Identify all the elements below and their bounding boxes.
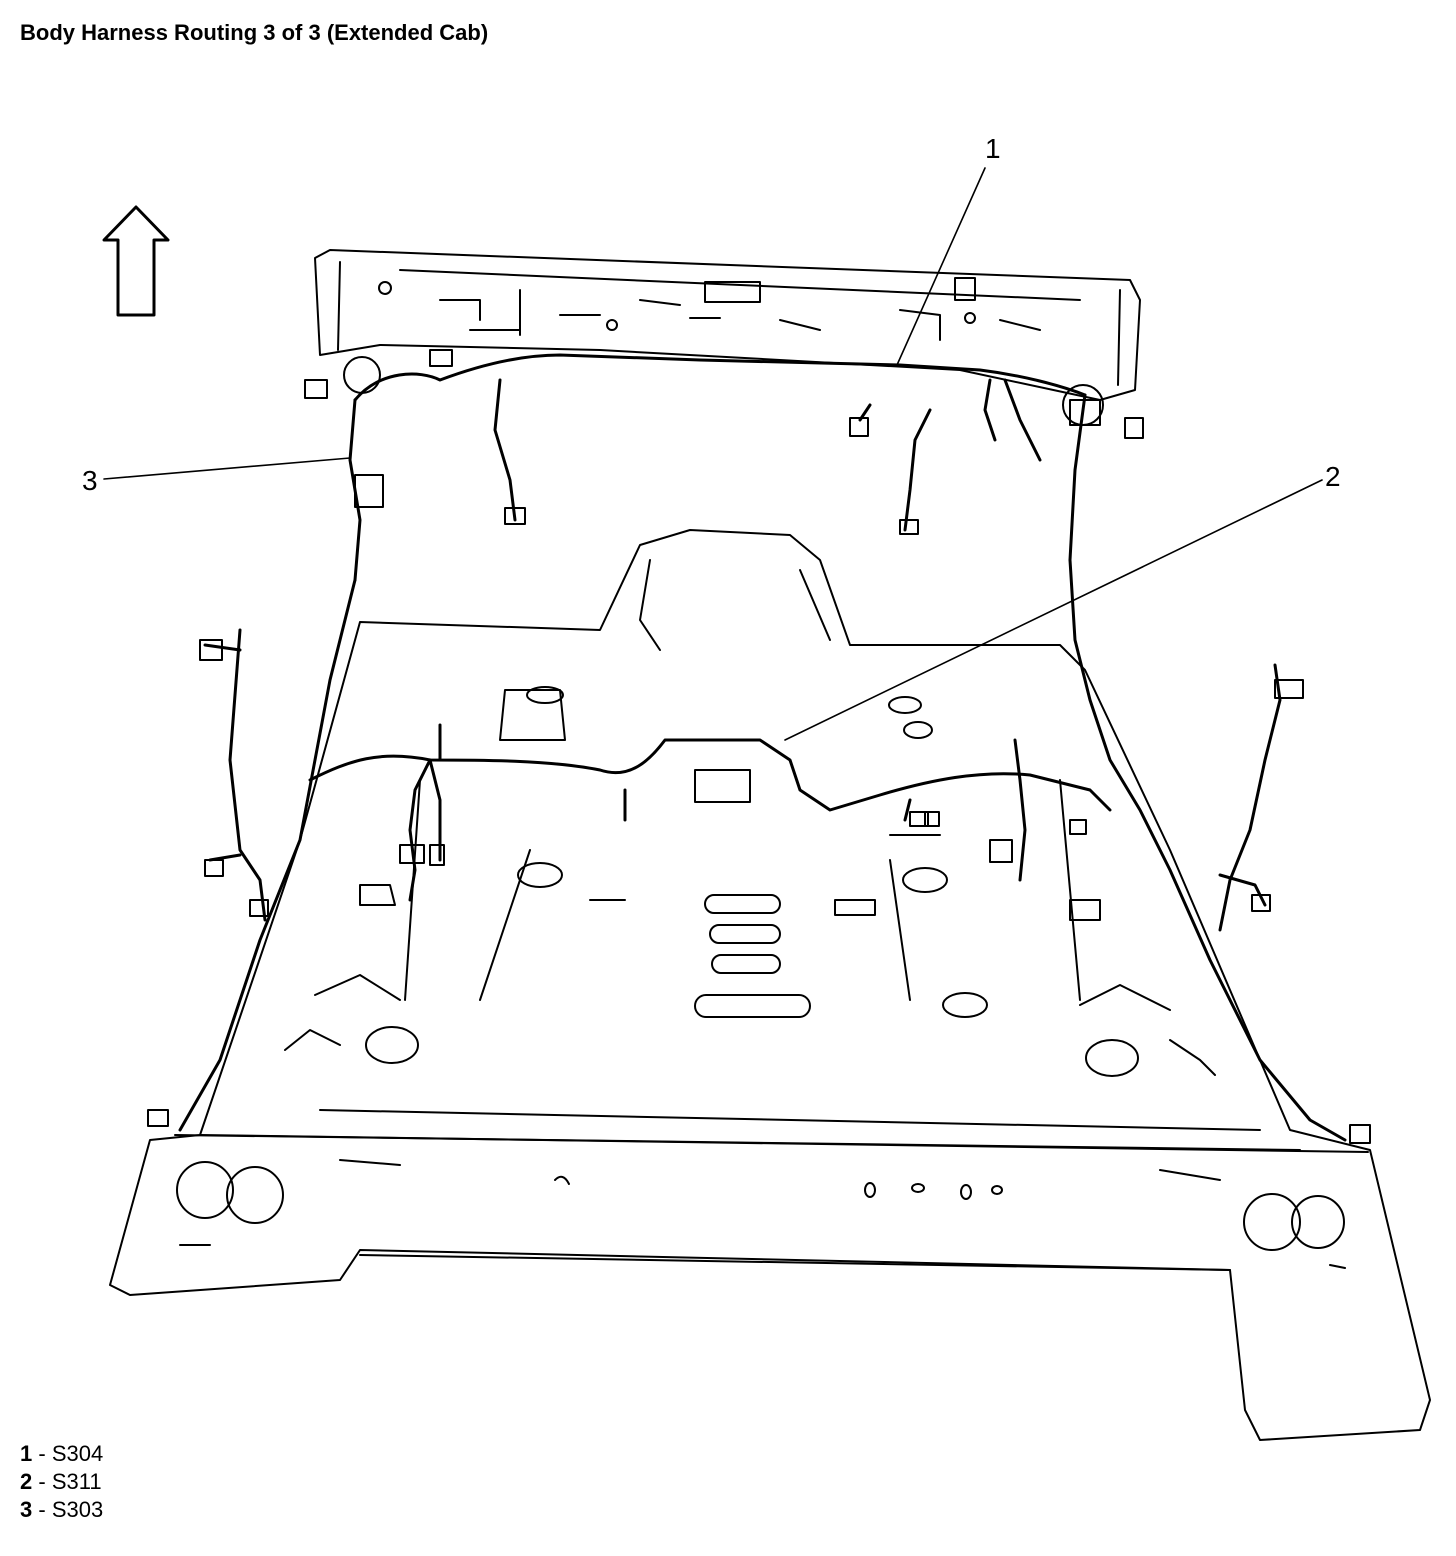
forward-arrow-icon: [102, 205, 170, 317]
body-harness: [178, 353, 1347, 1142]
legend-item: 2 - S311: [20, 1468, 103, 1496]
legend-separator: -: [32, 1469, 52, 1494]
legend-number: 3: [20, 1497, 33, 1522]
diagram-title: Body Harness Routing 3 of 3 (Extended Ca…: [20, 20, 489, 45]
legend-separator: -: [32, 1497, 52, 1522]
legend-item: 3 - S303: [20, 1496, 103, 1524]
callout-3: 3: [82, 465, 98, 496]
callout-legend: 1 - S304 2 - S311 3 - S303: [20, 1440, 103, 1524]
callout-2: 2: [1325, 461, 1341, 492]
legend-separator: -: [32, 1441, 52, 1466]
legend-number: 2: [20, 1469, 33, 1494]
callout-1: 1: [985, 133, 1001, 164]
legend-number: 1: [20, 1441, 33, 1466]
legend-label: S304: [51, 1441, 104, 1466]
callout-leaders: [103, 167, 1323, 741]
legend-item: 1 - S304: [20, 1440, 103, 1468]
connectors: [147, 277, 1371, 1144]
legend-label: S303: [51, 1497, 104, 1522]
rear-cab-panel: [314, 249, 1141, 401]
legend-label: S311: [51, 1469, 102, 1494]
floor-pan: [109, 529, 1431, 1441]
